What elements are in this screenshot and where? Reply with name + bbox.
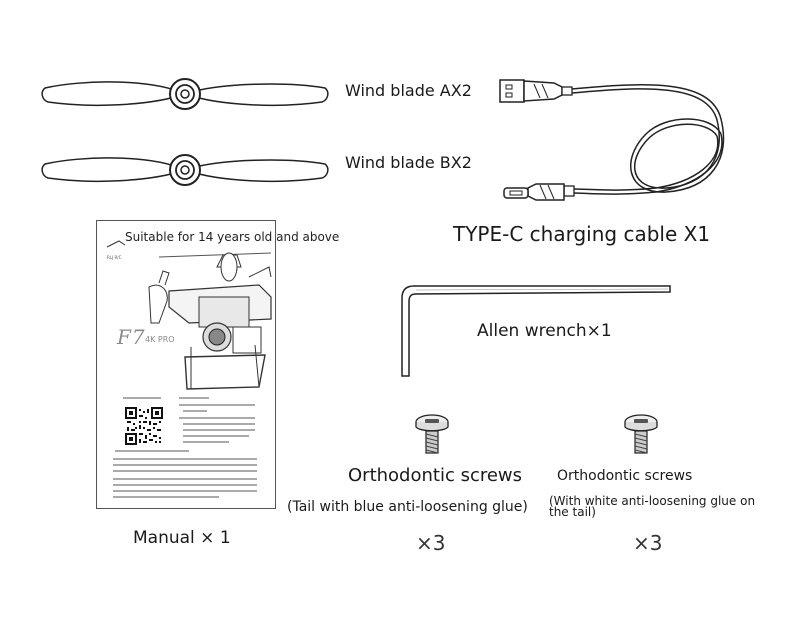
screw-white-note: (With white anti-loosening glue on the t… [549, 494, 756, 519]
propeller-a-icon [41, 78, 329, 110]
manual-age-note: Suitable for 14 years old and above [125, 230, 340, 244]
usb-cable-icon [499, 79, 725, 201]
blade-a-label: Wind blade AX2 [345, 81, 472, 100]
screw-blue-icon [415, 414, 449, 454]
screw-white-icon [624, 414, 658, 454]
allen-wrench-icon [401, 285, 671, 377]
screw-blue-qty: ×3 [416, 531, 446, 555]
manual-model-title: F7 [117, 325, 146, 349]
manual-label: Manual × 1 [133, 528, 231, 548]
manual-model-subtitle: 4K PRO [145, 335, 175, 344]
drone-illustration-icon: RLJ R/C [106, 240, 272, 390]
svg-text:RLJ R/C: RLJ R/C [107, 255, 122, 260]
blade-b-label: Wind blade BX2 [345, 153, 472, 172]
qr-code-icon [125, 407, 163, 445]
manual-text-lines [113, 397, 257, 498]
screw-white-title: Orthodontic screws [557, 468, 693, 484]
wrench-label: Allen wrench×1 [477, 321, 612, 341]
screw-blue-title: Orthodontic screws [348, 465, 523, 486]
screw-blue-note: (Tail with blue anti-loosening glue) [287, 499, 528, 515]
cable-label: TYPE-C charging cable X1 [453, 222, 711, 246]
propeller-b-icon [41, 154, 329, 186]
screw-white-qty: ×3 [633, 531, 663, 555]
manual-booklet: RLJ R/C Suitable for 14 years old and ab… [96, 220, 339, 509]
